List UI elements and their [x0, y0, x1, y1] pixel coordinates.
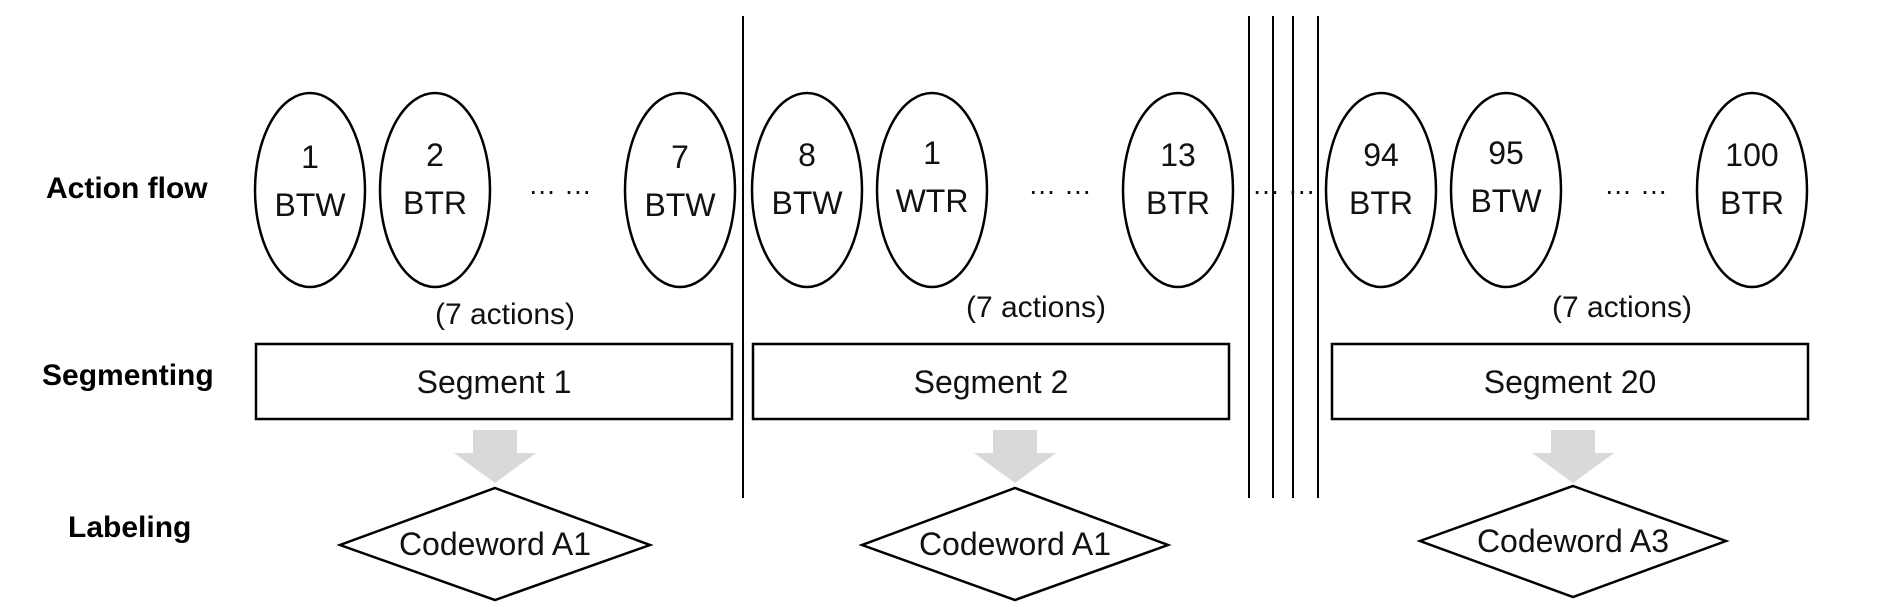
segment-label: Segment 2: [914, 364, 1069, 400]
down-arrow-icon: [454, 430, 536, 483]
codeword-label: Codeword A1: [919, 526, 1111, 562]
action-number: 2: [426, 137, 444, 173]
down-arrow-icon: [974, 430, 1056, 483]
segment-label: Segment 1: [417, 364, 572, 400]
action-node: 95 BTW: [1449, 91, 1563, 289]
action-number: 7: [671, 139, 689, 175]
action-number: 8: [798, 137, 816, 173]
row-label-segmenting: Segmenting: [42, 359, 214, 392]
action-node: 1 BTW: [253, 91, 367, 289]
action-type: BTR: [403, 185, 467, 221]
codeword-label: Codeword A3: [1477, 523, 1669, 559]
action-node: 7 BTW: [623, 91, 737, 289]
action-count: (7 actions): [435, 298, 575, 331]
action-type: BTR: [1146, 185, 1210, 221]
action-number: 95: [1488, 135, 1524, 171]
segment-box: Segment 2: [751, 342, 1231, 421]
action-count: (7 actions): [966, 291, 1106, 324]
action-number: 94: [1363, 137, 1399, 173]
group-3: 94 BTR 95 BTW … … 100 BTR (7 actions) Se…: [1324, 91, 1810, 599]
separator-ellipsis: … …: [1252, 169, 1316, 200]
action-node: 94 BTR: [1324, 91, 1438, 289]
action-type: BTW: [644, 187, 716, 223]
action-number: 1: [923, 135, 941, 171]
action-type: BTW: [1470, 183, 1542, 219]
action-type: BTW: [274, 187, 346, 223]
action-count: (7 actions): [1552, 291, 1692, 324]
codeword-diamond: Codeword A1: [858, 486, 1172, 602]
action-type: WTR: [896, 183, 969, 219]
segment-box: Segment 20: [1330, 342, 1810, 421]
codeword-label: Codeword A1: [399, 526, 591, 562]
row-label-labeling: Labeling: [68, 511, 191, 544]
action-node: 100 BTR: [1695, 91, 1809, 289]
action-node: 1 WTR: [875, 91, 989, 289]
codeword-diamond: Codeword A3: [1416, 484, 1730, 599]
action-type: BTW: [771, 185, 843, 221]
action-node: 2 BTR: [378, 91, 492, 289]
codeword-diamond: Codeword A1: [336, 486, 654, 602]
action-ellipsis: … …: [1028, 169, 1092, 200]
action-number: 13: [1160, 137, 1196, 173]
segment-box: Segment 1: [254, 342, 734, 421]
action-ellipsis: … …: [1604, 169, 1668, 200]
action-number: 1: [301, 139, 319, 175]
action-number: 100: [1725, 137, 1778, 173]
row-label-action-flow: Action flow: [46, 172, 208, 205]
segment-label: Segment 20: [1484, 364, 1657, 400]
action-node: 8 BTW: [750, 91, 864, 289]
group-1: 1 BTW 2 BTR … … 7 BTW (7 actions) Segmen…: [253, 91, 737, 602]
action-type: BTR: [1349, 185, 1413, 221]
action-ellipsis: … …: [528, 169, 592, 200]
action-type: BTR: [1720, 185, 1784, 221]
action-node: 13 BTR: [1121, 91, 1235, 289]
group-2: 8 BTW 1 WTR … … 13 BTR (7 actions) Segme…: [750, 91, 1235, 602]
down-arrow-icon: [1532, 430, 1614, 483]
